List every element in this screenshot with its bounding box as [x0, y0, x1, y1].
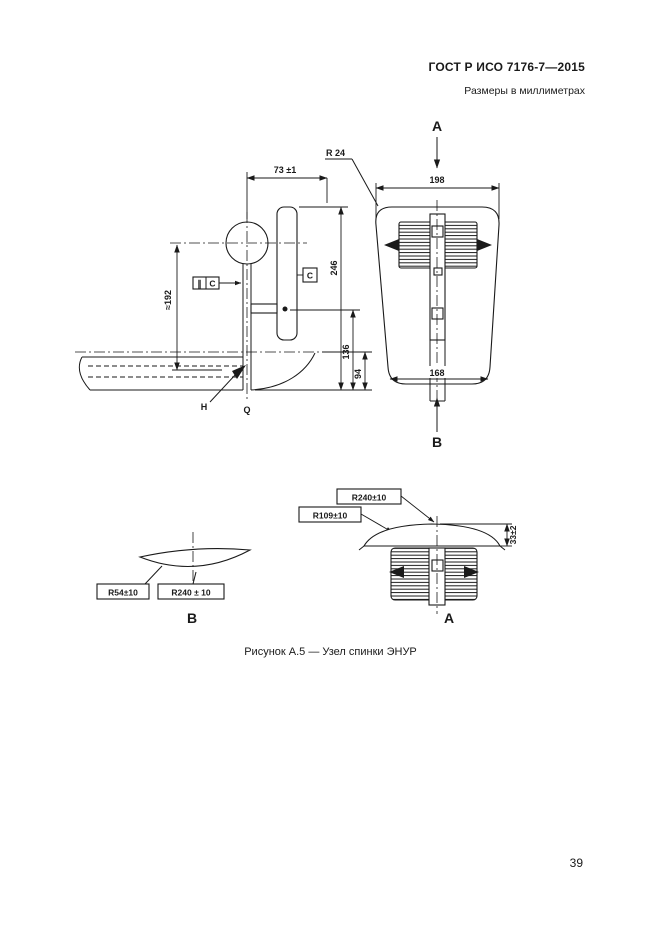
- r54-callout: R54±10: [96, 583, 150, 600]
- dim-246-label: 246: [329, 260, 339, 275]
- dimensions-note: Размеры в миллиметрах: [464, 85, 585, 97]
- stem-node-bottom: [431, 307, 444, 320]
- figure-a5-drawing: 73 ±1 ≈192 ∥ C C: [75, 118, 518, 626]
- tolerance-frame: ∥ C: [192, 276, 242, 290]
- front-view: A R 24 198: [325, 118, 500, 450]
- view-b: R54±10 R240 ± 10 B: [96, 532, 252, 626]
- pad-lens-profile: [138, 547, 252, 568]
- r54-label: R54±10: [108, 588, 138, 598]
- callout-h: H: [201, 365, 246, 412]
- dim-33: 33±2: [440, 523, 518, 547]
- dim-198: 198: [375, 175, 500, 219]
- r109-label: R109±10: [313, 511, 348, 521]
- backrest-panel-side: [276, 206, 298, 341]
- dim-33-label: 33±2: [508, 525, 518, 544]
- label-h: H: [201, 402, 208, 412]
- pad-arrow-left: [384, 239, 399, 251]
- view-a: R240±10 R109±10: [298, 488, 518, 626]
- dim-168-label: 168: [429, 368, 444, 378]
- stem-node-top: [431, 225, 444, 238]
- section-arrow-a: A: [432, 118, 442, 169]
- figure-caption: Рисунок А.5 — Узел спинки ЭНУР: [244, 646, 417, 658]
- pad-arrow-right-a: [464, 566, 479, 578]
- r240-b-label: R240 ± 10: [171, 588, 210, 598]
- datum-c-letter: C: [307, 271, 313, 281]
- radius-r24-callout: R 24: [325, 148, 379, 207]
- pivot-dot: [282, 306, 288, 312]
- section-arrow-b: B: [432, 397, 442, 450]
- dim-94-label: 94: [353, 369, 363, 379]
- callout-q: Q: [243, 405, 250, 415]
- r240-b-callout: R240 ± 10: [157, 583, 225, 600]
- r24-label: R 24: [326, 148, 345, 158]
- seat-side: [78, 352, 316, 391]
- r109-callout: R109±10: [298, 506, 393, 533]
- dim-73: 73 ±1: [246, 165, 328, 219]
- dim-94: 94: [322, 351, 372, 391]
- parallel-symbol: ∥: [197, 279, 201, 290]
- tolerance-datum-letter: C: [209, 279, 215, 289]
- pad-arrow-left-a: [389, 566, 404, 578]
- stem-node-a: [431, 559, 444, 572]
- section-b-letter: B: [432, 434, 442, 450]
- view-a-letter: A: [444, 610, 454, 626]
- stem-node-mid: [433, 267, 443, 276]
- dim-192-label: ≈192: [163, 290, 173, 310]
- page-number: 39: [569, 856, 583, 870]
- side-view: 73 ±1 ≈192 ∥ C C: [75, 165, 372, 415]
- section-a-letter: A: [432, 118, 442, 134]
- pad-dome: [363, 523, 501, 547]
- dim-246: 246: [255, 206, 372, 391]
- pad-arrow-right: [477, 239, 492, 251]
- r240-a-label: R240±10: [352, 493, 387, 503]
- post-connector: [250, 303, 278, 314]
- dim-168: 168: [389, 366, 489, 382]
- label-q: Q: [243, 405, 250, 415]
- dim-192: ≈192: [163, 244, 222, 371]
- dim-136: 136: [290, 309, 360, 391]
- document-title: ГОСТ Р ИСО 7176-7—2015: [428, 60, 585, 74]
- dim-73-label: 73 ±1: [274, 165, 296, 175]
- view-b-letter: B: [187, 610, 197, 626]
- datum-c-flag: C: [297, 267, 318, 283]
- dim-198-label: 198: [429, 175, 444, 185]
- r240-a-callout: R240±10: [336, 488, 435, 523]
